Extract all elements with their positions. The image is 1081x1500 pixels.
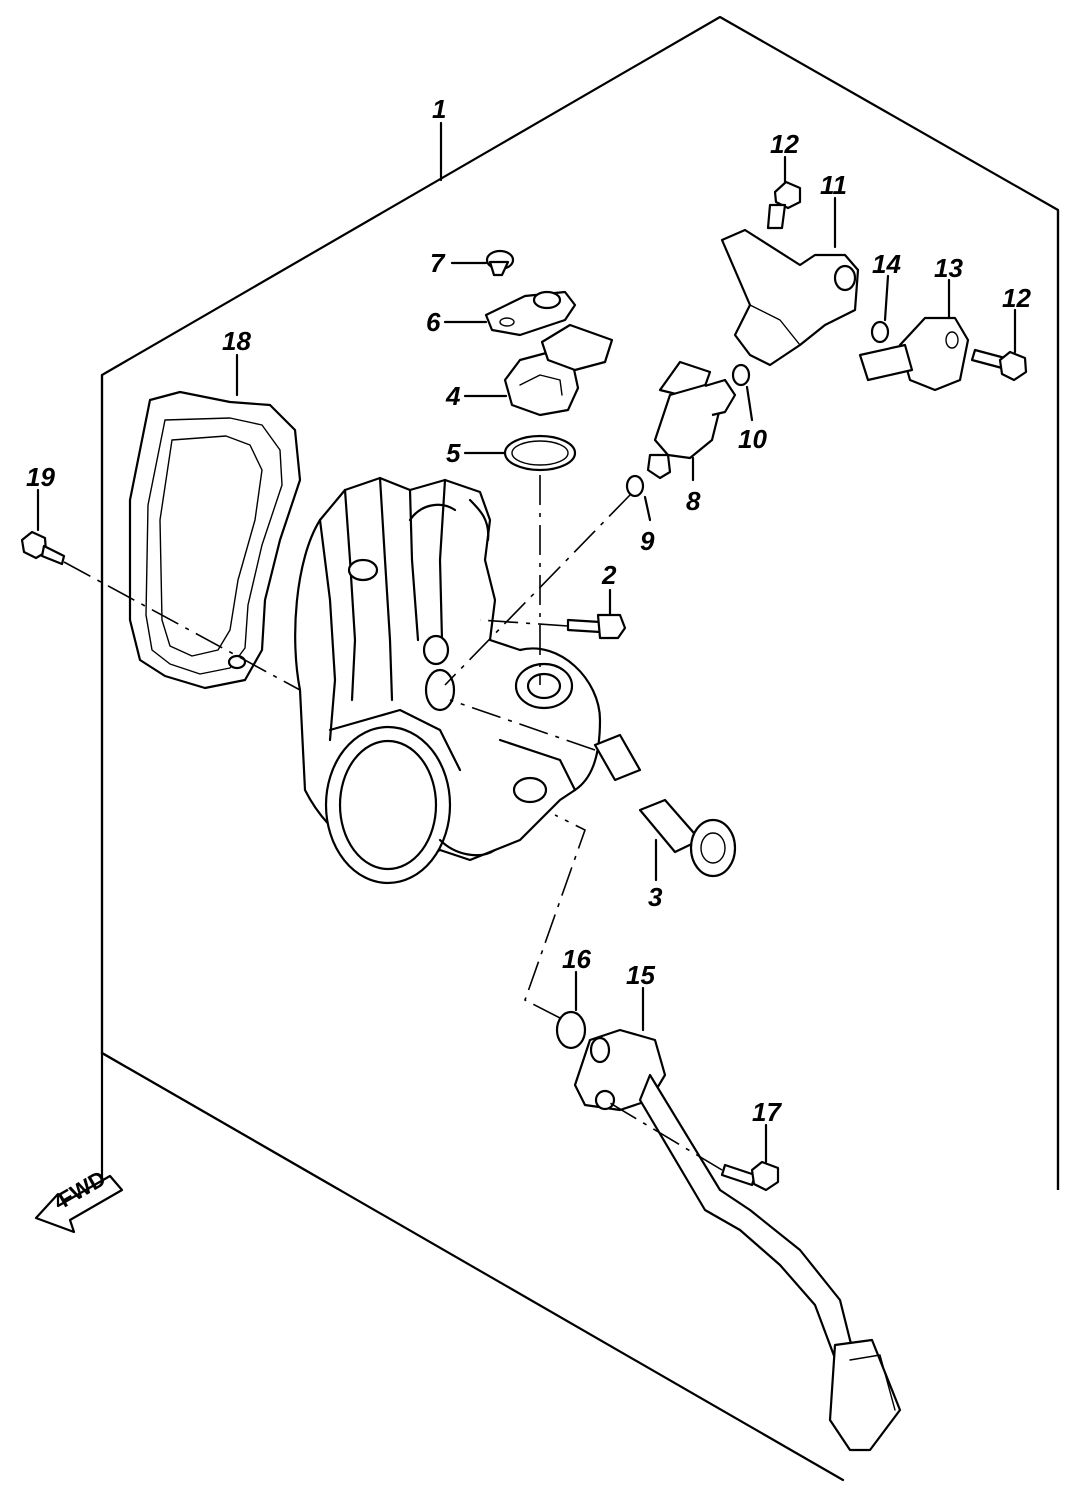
part-19-bolt bbox=[20, 530, 66, 566]
part-7-screw bbox=[485, 249, 515, 277]
callout-16: 16 bbox=[562, 944, 591, 974]
part-10-oring bbox=[731, 363, 751, 387]
part-9-oring bbox=[625, 474, 645, 498]
assembly-frame-lower bbox=[100, 1051, 845, 1482]
callout-4: 4 bbox=[445, 381, 461, 411]
part-18-cover bbox=[128, 390, 302, 690]
leader-10 bbox=[745, 385, 754, 422]
callout-19: 19 bbox=[26, 462, 55, 492]
leader-9 bbox=[643, 495, 652, 522]
callout-12b: 12 bbox=[1002, 283, 1031, 313]
axis-19 bbox=[63, 561, 301, 691]
callout-13: 13 bbox=[934, 253, 963, 283]
part-15-sensor bbox=[573, 1028, 902, 1452]
callout-1: 1 bbox=[432, 94, 446, 124]
frame-mask bbox=[0, 1190, 1081, 1500]
part-4-sensor bbox=[503, 323, 614, 417]
axis-16 bbox=[524, 814, 586, 1019]
leader-14 bbox=[883, 274, 890, 322]
part-8-injector bbox=[646, 360, 737, 480]
callout-17: 17 bbox=[752, 1097, 782, 1127]
callout-6: 6 bbox=[426, 307, 441, 337]
callout-8: 8 bbox=[686, 486, 701, 516]
axis-2 bbox=[479, 619, 569, 627]
callout-3: 3 bbox=[648, 882, 663, 912]
axis-17 bbox=[604, 1099, 723, 1171]
callout-18: 18 bbox=[222, 326, 251, 356]
callout-2: 2 bbox=[601, 560, 617, 590]
part-16-oring bbox=[555, 1010, 587, 1050]
callout-7: 7 bbox=[430, 248, 446, 278]
callout-11: 11 bbox=[820, 170, 847, 200]
axis-8 bbox=[444, 494, 631, 686]
part-6-plate bbox=[484, 290, 577, 337]
callout-12a: 12 bbox=[770, 129, 799, 159]
callout-9: 9 bbox=[640, 526, 655, 556]
callout-10: 10 bbox=[738, 424, 767, 454]
part-17-bolt bbox=[720, 1160, 780, 1192]
part-2-screw bbox=[566, 613, 627, 640]
callout-14: 14 bbox=[872, 249, 901, 279]
part-3-screw bbox=[593, 733, 737, 878]
part-13-sensor bbox=[858, 316, 970, 392]
fwd-arrow-icon bbox=[34, 1174, 124, 1234]
axis-3 bbox=[449, 699, 596, 751]
callout-5: 5 bbox=[446, 438, 461, 468]
part-14-oring bbox=[870, 320, 890, 344]
part-11-bracket bbox=[720, 228, 860, 367]
callout-15: 15 bbox=[626, 960, 655, 990]
part-12b-bolt bbox=[970, 348, 1028, 382]
throttle-body bbox=[294, 476, 602, 885]
part-12a-bolt bbox=[766, 180, 802, 230]
